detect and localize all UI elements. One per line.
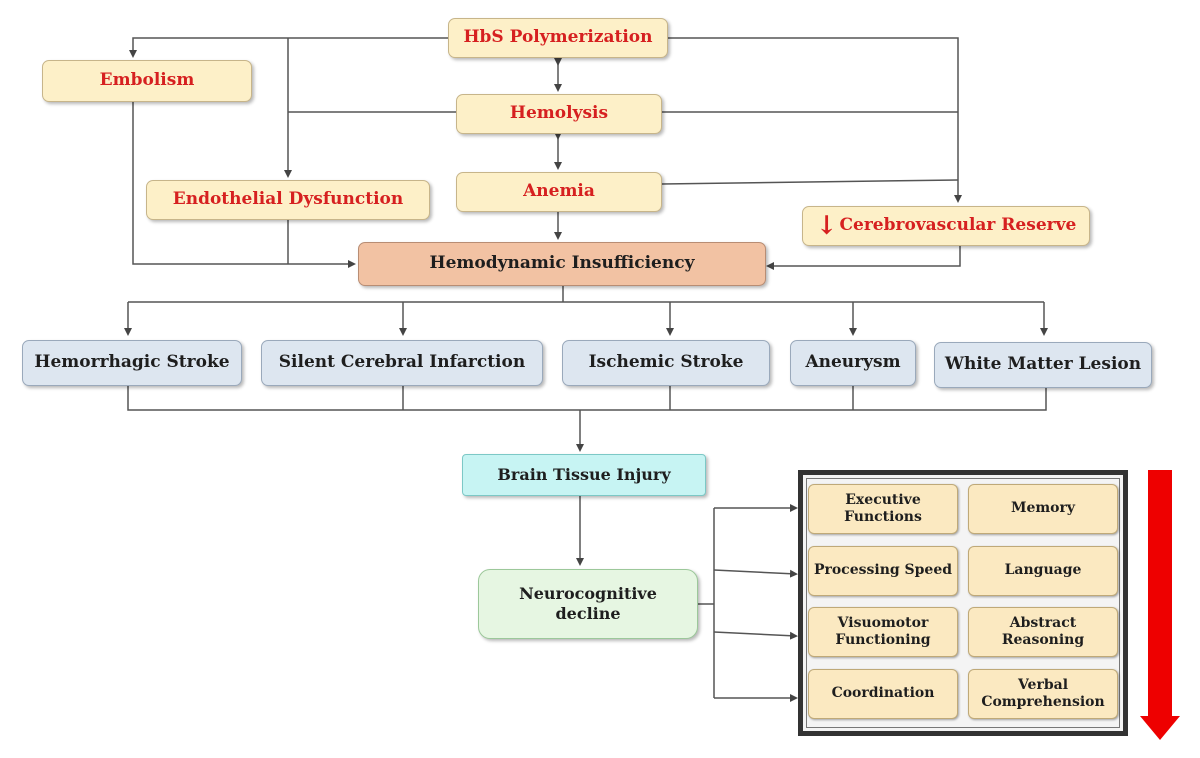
- domain-verbal-comprehension: Verbal Comprehension: [968, 669, 1118, 719]
- outcome-bottom-bus: [127, 386, 1047, 411]
- outcome-label: White Matter Lesion: [944, 354, 1142, 375]
- cerebrovascular-reserve-box: ↓ Cerebrovascular Reserve: [802, 206, 1090, 246]
- hemodynamic-insufficiency-box: Hemodynamic Insufficiency: [358, 242, 766, 286]
- hemodynamic-insufficiency-label: Hemodynamic Insufficiency: [429, 253, 695, 274]
- domain-abstract-reasoning: Abstract Reasoning: [968, 607, 1118, 657]
- reserve-to-hemodynamic-line: [766, 246, 961, 270]
- neurocognitive-decline-box: Neurocognitive decline: [478, 569, 698, 639]
- cerebrovascular-reserve-label: Cerebrovascular Reserve: [839, 215, 1077, 236]
- outcome-hemorrhagic-stroke: Hemorrhagic Stroke: [22, 340, 242, 386]
- outcome-label: Silent Cerebral Infarction: [278, 352, 526, 373]
- hbs-polymerization-box: HbS Polymerization: [448, 18, 668, 58]
- hbs-to-embolism-line: [129, 37, 448, 58]
- anemia-label: Anemia: [523, 181, 595, 202]
- domain-label: Coordination: [831, 685, 935, 702]
- outcome-ischemic-stroke: Ischemic Stroke: [562, 340, 770, 386]
- anemia-right-line: [661, 179, 959, 185]
- hemolysis-box: Hemolysis: [456, 94, 662, 134]
- hemolysis-label: Hemolysis: [509, 103, 609, 124]
- domain-coordination: Coordination: [808, 669, 958, 719]
- embolism-to-hemodynamic-line: [132, 102, 356, 268]
- outcome-white-matter-lesion: White Matter Lesion: [934, 342, 1152, 388]
- neurocognitive-decline-label: Neurocognitive decline: [519, 584, 657, 623]
- outcome-label: Hemorrhagic Stroke: [34, 352, 230, 373]
- hbs-to-reserve-line: [668, 37, 962, 203]
- fan-row-3: [713, 631, 798, 640]
- domain-memory: Memory: [968, 484, 1118, 534]
- domain-label: Memory: [1010, 500, 1076, 517]
- brain-tissue-injury-label: Brain Tissue Injury: [497, 465, 671, 484]
- domain-label: Abstract Reasoning: [1001, 614, 1085, 649]
- domain-label: Executive Functions: [844, 491, 922, 526]
- down-arrow-icon: [1140, 470, 1180, 740]
- domain-label: Processing Speed: [813, 562, 953, 579]
- outcome-silent-cerebral-infarction: Silent Cerebral Infarction: [261, 340, 543, 386]
- outcome-aneurysm: Aneurysm: [790, 340, 916, 386]
- fan-row-2: [713, 569, 798, 578]
- domain-executive-functions: Executive Functions: [808, 484, 958, 534]
- domain-label: Language: [1004, 562, 1082, 579]
- domain-label: Verbal Comprehension: [981, 676, 1105, 711]
- brain-tissue-injury-box: Brain Tissue Injury: [462, 454, 706, 496]
- domain-processing-speed: Processing Speed: [808, 546, 958, 596]
- decrease-arrow-icon: ↓: [815, 211, 838, 241]
- outcome-label: Ischemic Stroke: [588, 352, 744, 373]
- outcome-label: Aneurysm: [805, 352, 901, 373]
- domain-visuomotor-functioning: Visuomotor Functioning: [808, 607, 958, 657]
- domain-language: Language: [968, 546, 1118, 596]
- embolism-box: Embolism: [42, 60, 252, 102]
- endothelial-dysfunction-label: Endothelial Dysfunction: [172, 189, 404, 210]
- embolism-label: Embolism: [99, 70, 195, 91]
- domain-label: Visuomotor Functioning: [835, 614, 931, 649]
- anemia-box: Anemia: [456, 172, 662, 212]
- endothelial-dysfunction-box: Endothelial Dysfunction: [146, 180, 430, 220]
- hbs-polymerization-label: HbS Polymerization: [463, 27, 653, 48]
